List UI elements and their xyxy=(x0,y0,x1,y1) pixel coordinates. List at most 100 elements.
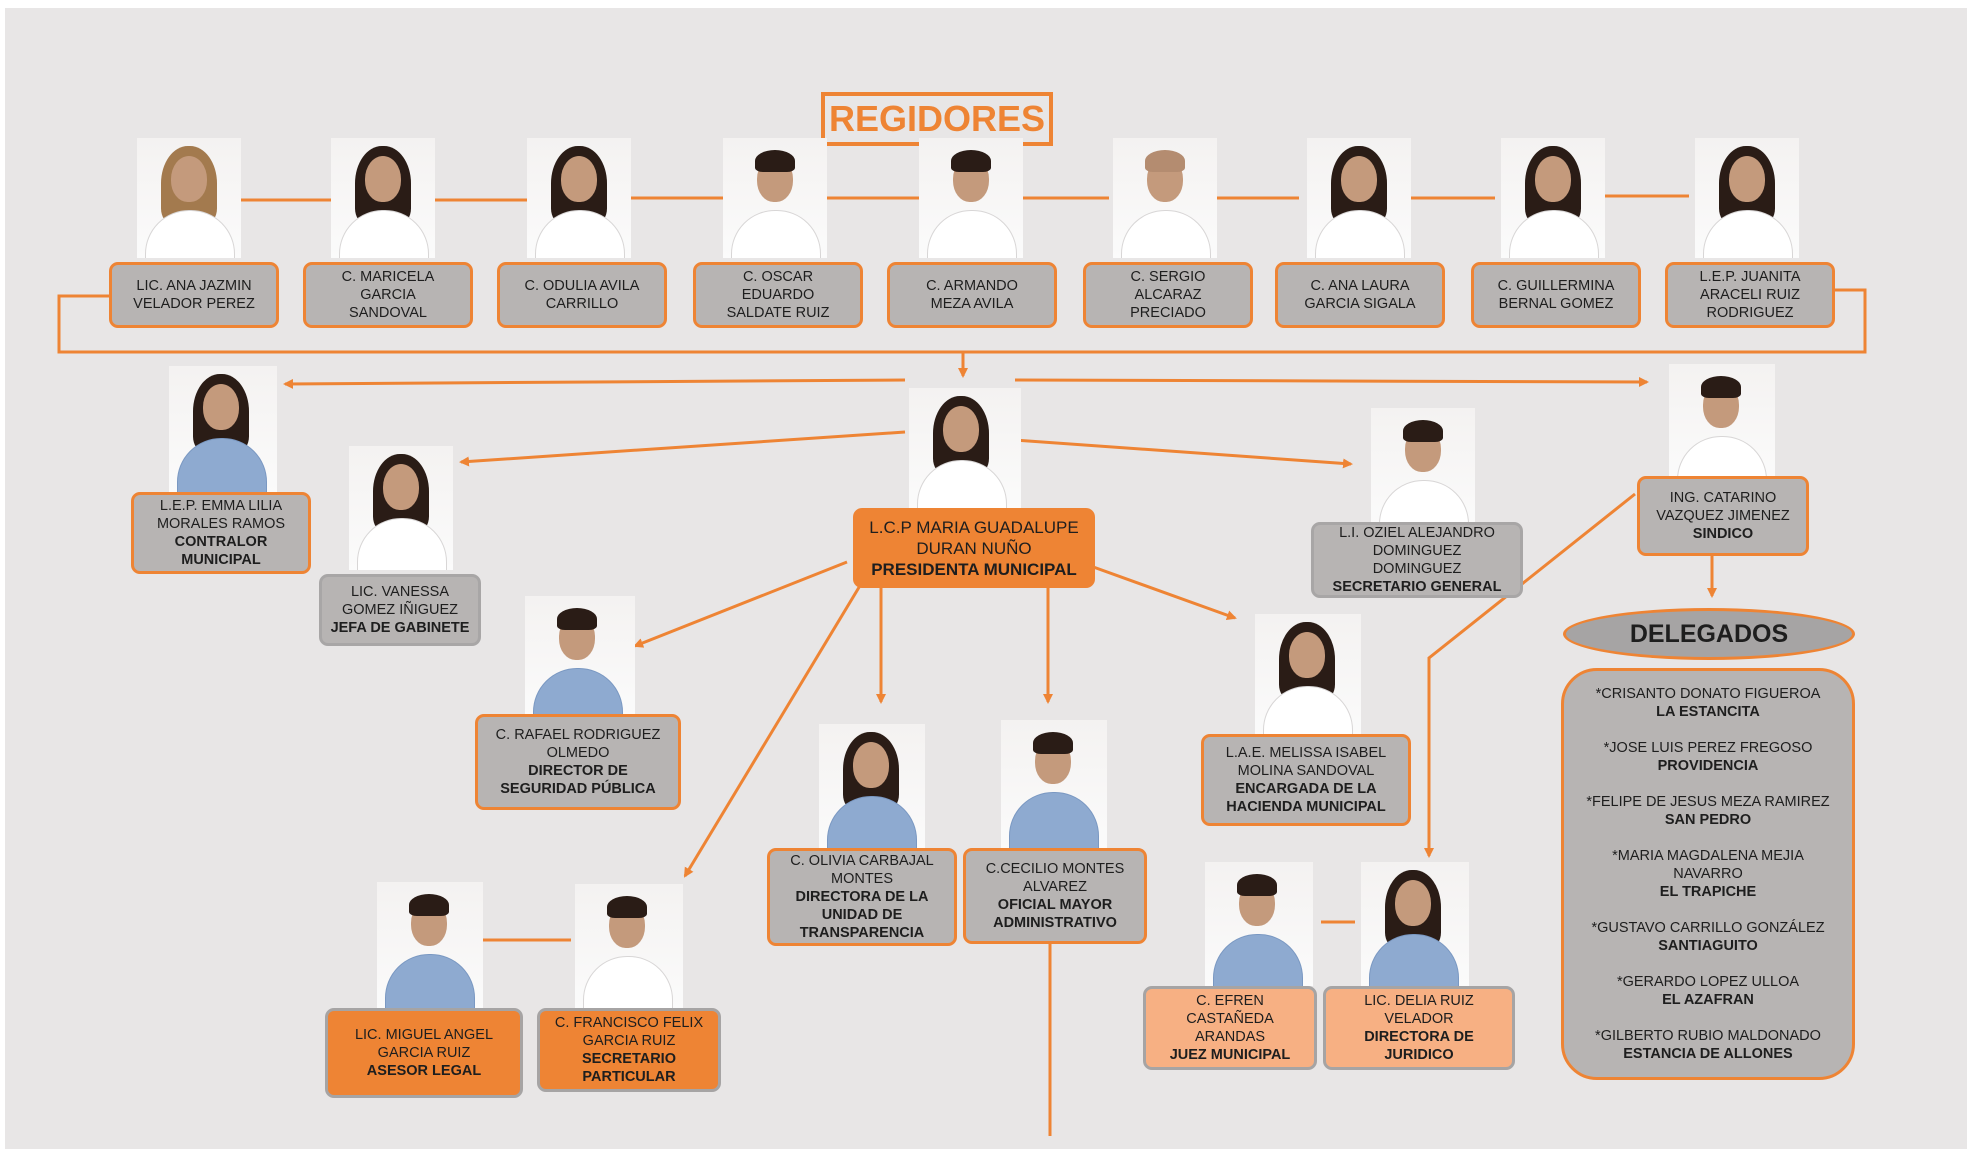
regidor-name: SALDATE RUIZ xyxy=(726,305,830,321)
regidor-name: C. MARICELA xyxy=(341,269,435,285)
regidor-photo xyxy=(331,138,435,258)
delegado-place: EL TRAPICHE xyxy=(1659,884,1757,900)
regidor-name: BERNAL GOMEZ xyxy=(1498,296,1614,312)
hacienda-name: L.A.E. MELISSA ISABEL xyxy=(1225,745,1387,761)
contralor-role: CONTRALOR xyxy=(174,534,268,550)
arrow-sindico xyxy=(1014,376,1649,387)
regidor-name: PRECIADO xyxy=(1130,305,1206,321)
presidenta-name: L.C.P MARIA GUADALUPE xyxy=(869,517,1079,537)
hacienda-photo xyxy=(1255,614,1361,738)
secretario-photo xyxy=(1371,408,1475,526)
regidor-name: GARCIA xyxy=(360,287,416,303)
delegado-name: *JOSE LUIS PEREZ FREGOSO xyxy=(1603,740,1813,756)
regidor-photo xyxy=(723,138,827,258)
juez-name: ARANDAS xyxy=(1194,1029,1266,1045)
gabinete-name: GOMEZ IÑIGUEZ xyxy=(342,602,458,618)
juez-role: JUEZ MUNICIPAL xyxy=(1169,1047,1291,1063)
delegados-list: *CRISANTO DONATO FIGUEROA LA ESTANCITA *J… xyxy=(1561,668,1855,1080)
oficial-role: ADMINISTRATIVO xyxy=(993,915,1117,931)
juez-name: C. EFREN xyxy=(1196,993,1264,1009)
regidor-name: RODRIGUEZ xyxy=(1706,305,1794,321)
seguridad-name: C. RAFAEL RODRIGUEZ xyxy=(495,727,661,743)
delegados-title: DELEGADOS xyxy=(1563,608,1855,660)
transparencia-name: MONTES xyxy=(830,871,894,887)
presidenta-photo xyxy=(909,388,1021,510)
asesor-name: LIC. MIGUEL ANGEL xyxy=(354,1027,494,1043)
regidor-box: C. OSCAR EDUARDO SALDATE RUIZ xyxy=(693,262,863,328)
secretario-box: L.I. OZIEL ALEJANDRO DOMINGUEZ DOMINGUEZ… xyxy=(1311,522,1523,598)
gabinete-box: LIC. VANESSA GOMEZ IÑIGUEZ JEFA DE GABIN… xyxy=(319,574,481,646)
regidor-name: C. OSCAR xyxy=(742,269,814,285)
particular-role: SECRETARIO xyxy=(582,1051,676,1067)
regidor-name: EDUARDO xyxy=(741,287,815,303)
regidor-name: CARRILLO xyxy=(545,296,619,312)
gabinete-role: JEFA DE GABINETE xyxy=(330,620,470,636)
transparencia-role: TRANSPARENCIA xyxy=(799,925,925,941)
particular-photo xyxy=(575,884,683,1008)
hacienda-name: MOLINA SANDOVAL xyxy=(1237,763,1375,779)
sindico-role: SINDICO xyxy=(1692,526,1754,542)
juez-box: C. EFREN CASTAÑEDA ARANDAS JUEZ MUNICIPA… xyxy=(1143,986,1317,1070)
regidor-name: C. ARMANDO xyxy=(926,278,1018,294)
regidor-name: C. ANA LAURA xyxy=(1310,278,1410,294)
delegado-item: *GILBERTO RUBIO MALDONADO ESTANCIA DE ALL… xyxy=(1564,1027,1852,1063)
regidor-photo xyxy=(137,138,241,258)
regidor-name: VELADOR PEREZ xyxy=(133,296,255,312)
regidor-photo xyxy=(1695,138,1799,258)
juridico-name: LIC. DELIA RUIZ xyxy=(1364,993,1474,1009)
regidor-box: C. ODULIA AVILA CARRILLO xyxy=(497,262,667,328)
regidor-name: ALCARAZ xyxy=(1134,287,1202,303)
gabinete-name: LIC. VANESSA xyxy=(350,584,450,600)
transparencia-name: C. OLIVIA CARBAJAL xyxy=(790,853,934,869)
particular-role: PARTICULAR xyxy=(582,1069,676,1085)
juridico-role: JURIDICO xyxy=(1384,1047,1454,1063)
hacienda-role: HACIENDA MUNICIPAL xyxy=(1226,799,1386,815)
regidor-name: GARCIA SIGALA xyxy=(1304,296,1416,312)
delegado-place: ESTANCIA DE ALLONES xyxy=(1623,1046,1793,1062)
contralor-name: L.E.P. EMMA LILIA xyxy=(159,498,283,514)
regidor-name: L.E.P. JUANITA xyxy=(1699,269,1801,285)
particular-box: C. FRANCISCO FELIX GARCIA RUIZ SECRETARI… xyxy=(537,1008,721,1092)
juez-photo xyxy=(1205,862,1313,986)
asesor-box: LIC. MIGUEL ANGEL GARCIA RUIZ ASESOR LEG… xyxy=(325,1008,523,1098)
regidor-name: C. ODULIA AVILA xyxy=(524,278,640,294)
hacienda-role: ENCARGADA DE LA xyxy=(1235,781,1377,797)
contralor-role: MUNICIPAL xyxy=(181,552,261,568)
delegado-name: *GUSTAVO CARRILLO GONZÁLEZ xyxy=(1591,920,1825,936)
seguridad-box: C. RAFAEL RODRIGUEZ OLMEDO DIRECTOR DE S… xyxy=(475,714,681,810)
secretario-name: L.I. OZIEL ALEJANDRO xyxy=(1339,525,1495,541)
regidor-photo xyxy=(527,138,631,258)
juridico-photo xyxy=(1361,862,1469,986)
delegado-place: LA ESTANCITA xyxy=(1656,704,1760,720)
oficial-name: ALVAREZ xyxy=(1023,879,1087,895)
delegado-name: *GILBERTO RUBIO MALDONADO xyxy=(1595,1028,1821,1044)
contralor-box: L.E.P. EMMA LILIA MORALES RAMOS CONTRALO… xyxy=(131,492,311,574)
delegado-place: SANTIAGUITO xyxy=(1658,938,1758,954)
delegado-name: *CRISANTO DONATO FIGUEROA xyxy=(1595,686,1821,702)
arrow-gabinete xyxy=(459,430,906,467)
arrow-contralor xyxy=(283,378,906,389)
regidor-name: MEZA AVILA xyxy=(930,296,1014,312)
seguridad-name: OLMEDO xyxy=(546,745,610,761)
transparencia-photo xyxy=(819,724,925,850)
sindico-name: VAZQUEZ JIMENEZ xyxy=(1656,508,1790,524)
secretario-name: DOMINGUEZ xyxy=(1372,543,1462,559)
oficial-name: C.CECILIO MONTES xyxy=(985,861,1125,877)
particular-name: C. FRANCISCO FELIX xyxy=(554,1015,704,1031)
regidores-connector xyxy=(241,194,1689,202)
connector-lines xyxy=(57,194,1867,1136)
delegado-place: EL AZAFRAN xyxy=(1662,992,1754,1008)
particular-name: GARCIA RUIZ xyxy=(582,1033,676,1049)
contralor-photo xyxy=(169,366,277,494)
transparencia-role: DIRECTORA DE LA xyxy=(795,889,929,905)
